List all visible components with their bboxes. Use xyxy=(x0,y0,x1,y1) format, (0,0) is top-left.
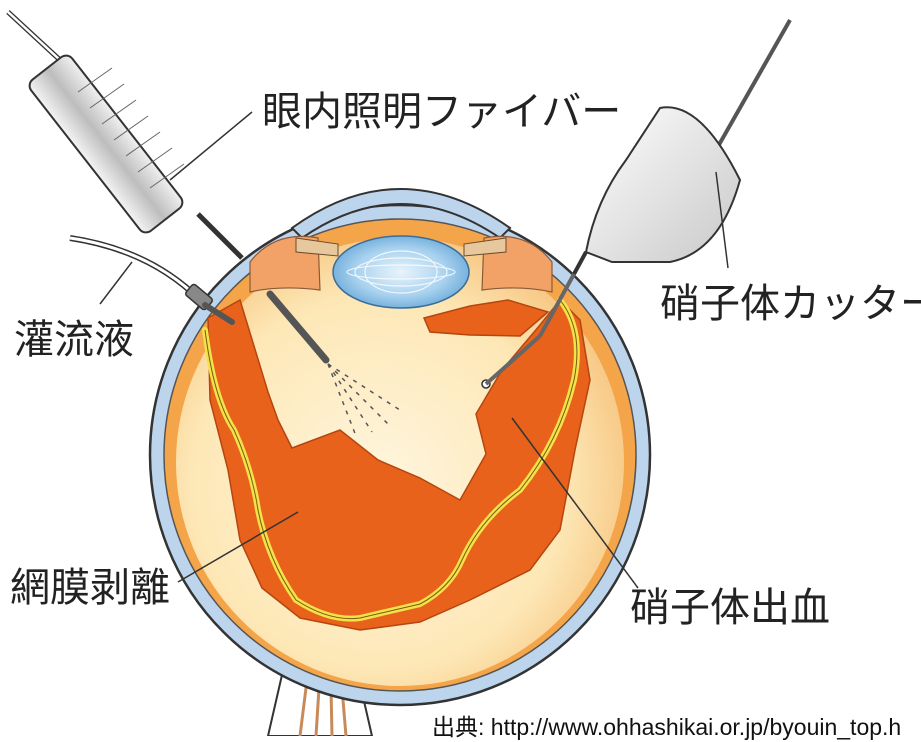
label-retinal-detachment: 網膜剥離 xyxy=(10,568,170,608)
label-infusion-fluid: 灌流液 xyxy=(14,320,134,360)
source-credit: 出典: http://www.ohhashikai.or.jp/byouin_t… xyxy=(432,708,901,742)
infusion-cannula xyxy=(70,238,232,322)
label-vitreous-cutter: 硝子体カッター xyxy=(660,284,921,324)
light-fiber xyxy=(8,12,326,360)
source-prefix: 出典: xyxy=(432,714,491,740)
lens xyxy=(333,236,469,308)
label-light-fiber: 眼内照明ファイバー xyxy=(262,92,621,132)
source-url[interactable]: http://www.ohhashikai.or.jp/byouin_top.h xyxy=(491,714,901,740)
label-vitreous-hemorrhage: 硝子体出血 xyxy=(630,588,830,628)
